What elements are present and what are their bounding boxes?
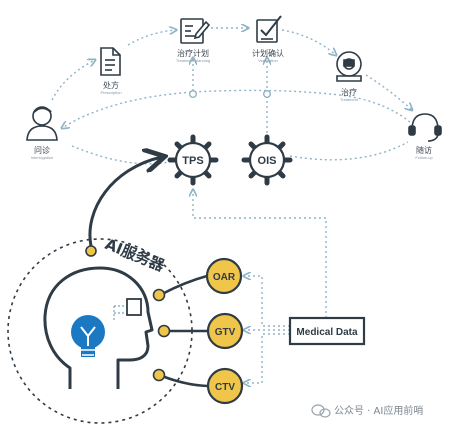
prescription-label: 处方 — [103, 80, 119, 90]
oar-label: OAR — [213, 272, 236, 283]
light-bulb-icon — [71, 315, 105, 357]
tps-gear-label: TPS — [182, 155, 203, 167]
consultation-label: 问诊 — [34, 145, 50, 155]
treatment-plan-sublabel: Treatment planning — [176, 58, 210, 63]
watermark: 公众号 · AI应用前哨 — [311, 404, 423, 418]
workflow-connectors — [51, 28, 412, 383]
ctv-connector-dot — [152, 368, 166, 382]
ctv-node — [206, 367, 244, 405]
ai-to-tps-arrow — [88, 157, 162, 247]
ctv-label: CTV — [215, 382, 235, 393]
consultation-sublabel: Interrogation — [31, 155, 53, 160]
follow-up-label: 随访 — [416, 145, 432, 155]
treatment-machine-icon — [336, 51, 362, 82]
ois-gear-label: OIS — [258, 155, 277, 167]
follow-up-headset-icon — [408, 113, 442, 142]
tps-gear-icon — [167, 134, 219, 186]
gtv-label: GTV — [215, 327, 236, 338]
follow-up-sublabel: Follow-up — [415, 155, 433, 160]
treatment-plan-edit-icon — [180, 18, 211, 44]
watermark-text: 公众号 · AI应用前哨 — [334, 404, 423, 417]
ai-organ-connectors — [161, 274, 208, 388]
wechat-icon — [311, 404, 325, 416]
plan-confirm-sublabel: Verification — [258, 58, 278, 63]
gtv-connector-dot — [157, 324, 171, 338]
gtv-node — [206, 312, 244, 350]
ois-gear-icon — [241, 134, 293, 186]
medical-data-box — [288, 316, 366, 346]
ai-arrow-start-dot — [85, 245, 97, 257]
treatment-label: 治疗 — [341, 87, 357, 97]
ois-junction-dot — [263, 89, 272, 98]
medical-data-label: Medical Data — [296, 327, 358, 338]
consultation-person-icon — [26, 106, 58, 141]
head-silhouette-icon — [43, 266, 154, 389]
prescription-document-icon — [100, 47, 121, 76]
plan-confirm-check-icon — [256, 15, 282, 43]
treatment-sublabel: Treatment — [340, 97, 359, 102]
eye-box-icon — [113, 298, 142, 320]
prescription-sublabel: Prescription — [100, 90, 121, 95]
oar-node — [205, 257, 243, 295]
oar-connector-dot — [152, 288, 166, 302]
plan-confirm-label: 计划确认 — [252, 48, 284, 58]
tps-junction-dot — [188, 89, 197, 98]
treatment-plan-label: 治疗计划 — [177, 48, 209, 58]
